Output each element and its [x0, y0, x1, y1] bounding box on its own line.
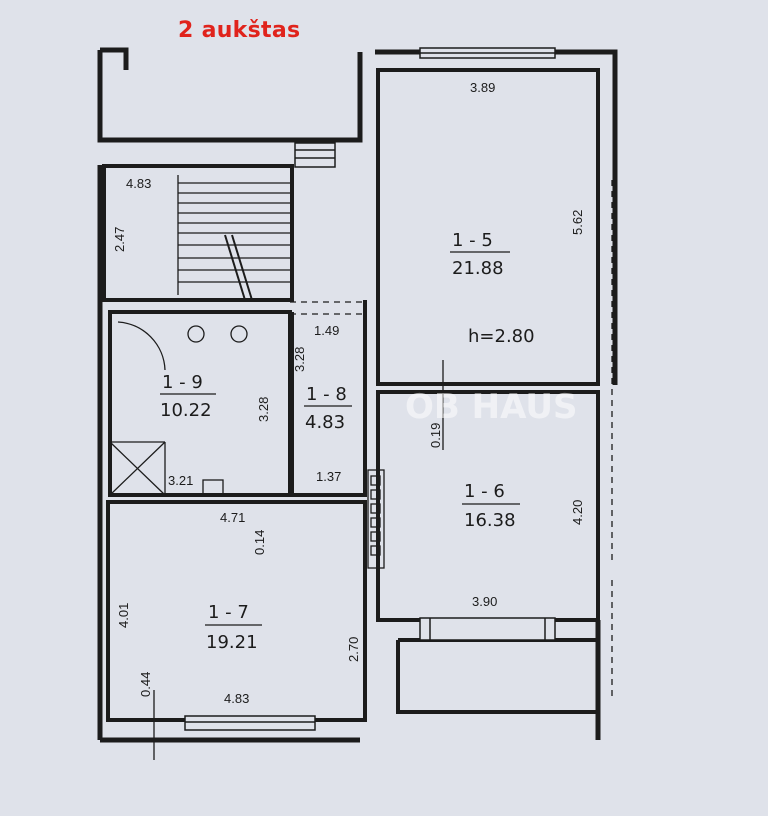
room-1-7-right-dim: 2.70: [346, 637, 361, 662]
room-1-8-area: 4.83: [305, 412, 345, 433]
floor-title: 2 aukštas: [178, 18, 301, 43]
room-1-7-width-bottom: 4.83: [224, 691, 249, 706]
room-1-5-ceiling: h=2.80: [468, 326, 535, 347]
dashed-lines: [290, 180, 613, 700]
watermark: OB HAUS: [405, 387, 577, 427]
room-1-8-side-dim: 3.28: [292, 347, 307, 372]
stair-lines: [177, 175, 290, 301]
room-1-8-top-dim: 1.49: [314, 323, 339, 338]
room-1-8-id: 1 - 8: [306, 384, 347, 405]
window-openings: [184, 47, 556, 731]
room-1-6-height: 4.20: [570, 500, 585, 525]
room-1-5-area: 21.88: [452, 258, 504, 279]
room-1-7-area: 19.21: [206, 632, 258, 653]
room-1-7-notch-bottom: 0.44: [138, 672, 153, 697]
room-1-9-area: 10.22: [160, 400, 212, 421]
room-1-5-height: 5.62: [570, 210, 585, 235]
room-1-5-id: 1 - 5: [452, 230, 493, 251]
stair-width: 4.83: [126, 176, 151, 191]
room-1-7-width-top: 4.71: [220, 510, 245, 525]
room-1-9-side-dim: 3.28: [256, 397, 271, 422]
room-1-8-bottom-dim: 1.37: [316, 469, 341, 484]
room-1-7-notch-top: 0.14: [252, 530, 267, 555]
ceiling-arrows: [153, 360, 444, 760]
room-1-6-area: 16.38: [464, 510, 516, 531]
room-1-7-id: 1 - 7: [208, 602, 249, 623]
room-1-5-width: 3.89: [470, 80, 495, 95]
bathroom-fixtures: [109, 321, 248, 496]
room-1-6-id: 1 - 6: [464, 481, 505, 502]
radiator: [367, 469, 385, 569]
room-1-9-id: 1 - 9: [162, 372, 203, 393]
room-1-6-side-note: 0.19: [428, 423, 443, 448]
room-1-9-bottom-dim: 3.21: [168, 473, 193, 488]
room-1-7-depth: 4.01: [116, 603, 131, 628]
stair-depth: 2.47: [112, 227, 127, 252]
room-1-6-width: 3.90: [472, 594, 497, 609]
